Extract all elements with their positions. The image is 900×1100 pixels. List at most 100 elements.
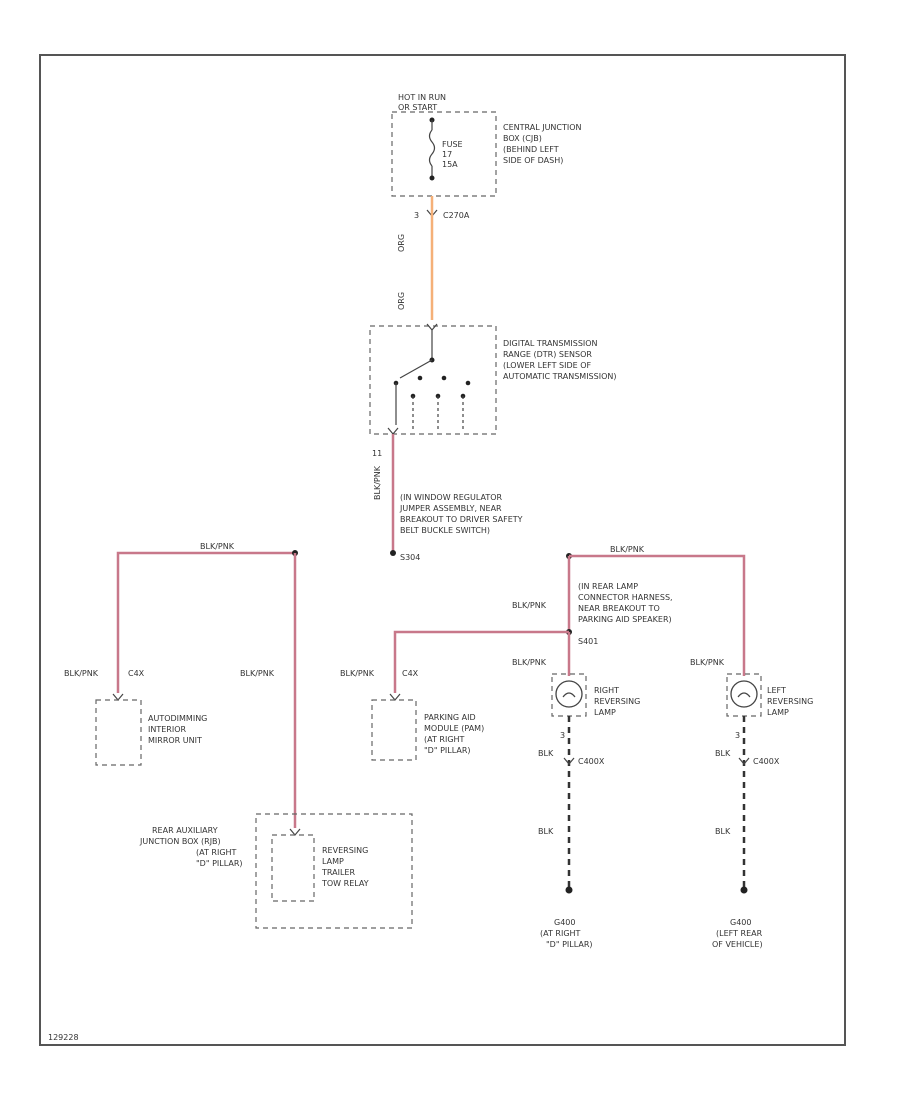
left-ground-dot <box>740 886 748 894</box>
relay-desc-2: LAMP <box>322 857 344 866</box>
right-ground-3: "D" PILLAR) <box>546 940 593 949</box>
dtr-desc-2: RANGE (DTR) SENSOR <box>503 350 592 359</box>
right-lamp-desc-1: RIGHT <box>594 686 619 695</box>
s401-desc-2: CONNECTOR HARNESS, <box>578 593 673 602</box>
right-lamp-pin: 3 <box>560 731 565 740</box>
pam-desc-2: MODULE (PAM) <box>424 724 484 733</box>
mirror-desc-3: MIRROR UNIT <box>148 736 202 745</box>
left-ground-3: OF VEHICLE) <box>712 940 763 949</box>
left-ground-2: (LEFT REAR <box>716 929 763 938</box>
wire-left-top <box>116 551 295 693</box>
dtr-sensor: DIGITAL TRANSMISSION RANGE (DTR) SENSOR … <box>369 323 616 435</box>
cjb-desc-3: (BEHIND LEFT <box>503 145 559 154</box>
dtr-desc-1: DIGITAL TRANSMISSION <box>503 339 598 348</box>
s401-desc-3: NEAR BREAKOUT TO <box>578 604 660 613</box>
right-lamp-desc-2: REVERSING <box>594 697 640 706</box>
hot-label-2: OR START <box>398 103 437 112</box>
cjb-dashed-box <box>391 111 497 197</box>
relay-desc-1: REVERSING <box>322 846 368 855</box>
left-lamp-desc-1: LEFT <box>767 686 786 695</box>
rjb-desc-3: (AT RIGHT <box>196 848 237 857</box>
wire-parking-aid <box>393 630 569 693</box>
left-lamp-pin: 3 <box>735 731 740 740</box>
relay-wire-label: BLK/PNK <box>240 669 275 678</box>
cjb-desc-4: SIDE OF DASH) <box>503 156 563 165</box>
left-ground-1: G400 <box>730 918 751 927</box>
pam-desc-3: (AT RIGHT <box>424 735 465 744</box>
cjb-desc-2: BOX (CJB) <box>503 134 542 143</box>
mirror-wire-label: BLK/PNK <box>64 669 99 678</box>
left-lamp-filament-icon <box>737 692 751 698</box>
fuse-text-2: 17 <box>442 150 452 159</box>
right-lamp-bulb-icon <box>555 680 583 708</box>
dtr-contact-4 <box>465 380 471 386</box>
relay-dashed-box <box>271 834 315 902</box>
dtr-desc-3: (LOWER LEFT SIDE OF <box>503 361 592 370</box>
fuse-icon <box>428 129 436 167</box>
wire-rear-top-label: BLK/PNK <box>610 545 645 554</box>
right-gnd-connector-icon <box>563 757 575 765</box>
mirror-dashed-box <box>95 699 142 766</box>
cjb-desc-1: CENTRAL JUNCTION <box>503 123 582 132</box>
rjb-desc-1: REAR AUXILIARY <box>152 826 218 835</box>
wire-left-lamp <box>569 554 746 676</box>
left-gnd-wire-2: BLK <box>715 827 731 836</box>
s304-desc-1: (IN WINDOW REGULATOR <box>400 493 503 502</box>
left-gnd-wire-1: BLK <box>715 749 731 758</box>
splice-s304-dot <box>390 550 396 556</box>
s401-desc-1: (IN REAR LAMP <box>578 582 638 591</box>
right-ground-1: G400 <box>554 918 575 927</box>
right-lamp-desc-3: LAMP <box>594 708 616 717</box>
left-gnd-conn: C400X <box>753 757 780 766</box>
s401-desc-4: PARKING AID SPEAKER) <box>578 615 672 624</box>
right-gnd-wire-2: BLK <box>538 827 554 836</box>
dtr-pin: 11 <box>372 449 382 458</box>
footer-code: 129228 <box>48 1033 79 1042</box>
mirror-pin: C4X <box>128 669 145 678</box>
right-gnd-wire-1: BLK <box>538 749 554 758</box>
right-lamp-wire-label: BLK/PNK <box>512 658 547 667</box>
s304-desc-2: JUMPER ASSEMBLY, NEAR <box>399 504 502 513</box>
pam-wire-label: BLK/PNK <box>340 669 375 678</box>
dtr-dashed-box <box>369 325 497 435</box>
s401-id: S401 <box>578 637 598 646</box>
s304-id: S304 <box>400 553 420 562</box>
dtr-connector-icon <box>426 323 438 331</box>
dtr-desc-4: AUTOMATIC TRANSMISSION) <box>503 372 616 381</box>
left-gnd-connector-icon <box>738 757 750 765</box>
fuse-text-3: 15A <box>442 160 458 169</box>
wire-rear-mid-label: BLK/PNK <box>512 601 547 610</box>
c270a-label: C270A <box>443 211 470 220</box>
pam-connector-icon <box>389 693 401 701</box>
dtr-switch-arm <box>399 359 433 379</box>
s304-desc-4: BELT BUCKLE SWITCH) <box>400 526 490 535</box>
rjb-desc-4: "D" PILLAR) <box>196 859 243 868</box>
pam-desc-4: "D" PILLAR) <box>424 746 471 755</box>
right-ground-2: (AT RIGHT <box>540 929 581 938</box>
dtr-out-connector-icon <box>387 427 399 435</box>
diagram-frame <box>39 54 846 1046</box>
right-lamp-filament-icon <box>562 692 576 698</box>
dtr-contact-3 <box>441 375 447 381</box>
hot-label-1: HOT IN RUN <box>398 93 446 102</box>
rjb-desc-2: JUNCTION BOX (RJB) <box>139 837 221 846</box>
wire-sensor-out-label: BLK/PNK <box>373 465 382 500</box>
dtr-contact-2 <box>417 375 423 381</box>
mirror-connector-icon <box>112 693 124 701</box>
wire-org-label-upper: ORG <box>397 234 406 252</box>
c270a-pin: 3 <box>414 211 419 220</box>
mirror-desc-2: INTERIOR <box>148 725 187 734</box>
left-lamp-wire-label: BLK/PNK <box>690 658 725 667</box>
relay-connector-icon <box>289 828 301 836</box>
left-lamp-desc-2: REVERSING <box>767 697 813 706</box>
s304-desc-3: BREAKOUT TO DRIVER SAFETY <box>400 515 523 524</box>
mirror-desc-1: AUTODIMMING <box>148 714 207 723</box>
central-junction-box: HOT IN RUN OR START FUSE 17 15A CENTRAL … <box>391 93 582 197</box>
wire-org-label-lower: ORG <box>397 292 406 310</box>
right-ground-dot <box>565 886 573 894</box>
fuse-text-1: FUSE <box>442 140 463 149</box>
pam-dashed-box <box>371 699 417 761</box>
left-lamp-bulb-icon <box>730 680 758 708</box>
pam-desc-1: PARKING AID <box>424 713 476 722</box>
